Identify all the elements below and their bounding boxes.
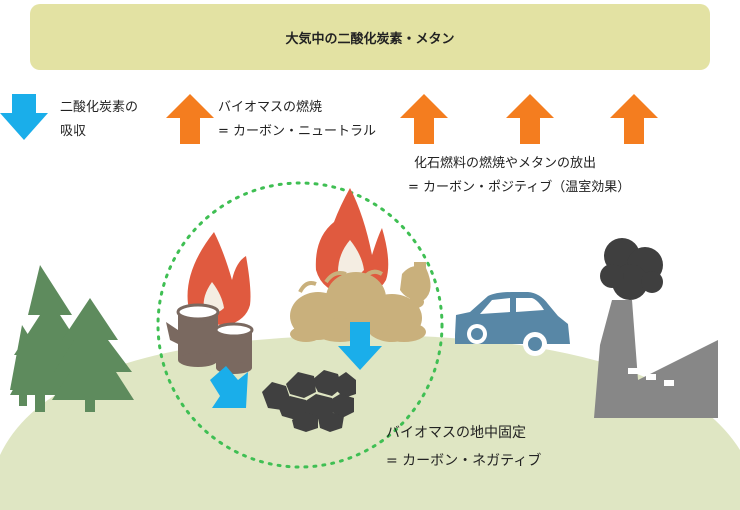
- charcoal-icon: [262, 370, 356, 432]
- up-arrow-icon: [506, 94, 554, 144]
- fossil-fuel-label-line2: = カーボン・ポジティブ（温室効果）: [408, 180, 631, 195]
- absorption-legend: 二酸化炭素の 吸収: [60, 96, 138, 144]
- up-arrow-icon: [610, 94, 658, 144]
- sequestration-label: バイオマスの地中固定 = カーボン・ネガティブ: [386, 419, 541, 475]
- fossil-fuel-label: 化石燃料の燃焼やメタンの放出 = カーボン・ポジティブ（温室効果）: [408, 152, 630, 200]
- tree-icon: [52, 298, 134, 412]
- down-arrow-icon: [210, 366, 248, 408]
- biomass-burning-label-line1: バイオマスの燃焼: [218, 100, 323, 115]
- sequestration-label-line1: バイオマスの地中固定: [386, 425, 526, 441]
- absorption-label-line2: 吸収: [60, 124, 87, 139]
- trees: [10, 265, 134, 412]
- smoke-icon: [600, 238, 663, 300]
- down-arrow-icon: [338, 322, 382, 370]
- tree-icon: [10, 325, 54, 406]
- up-arrow-icon: [400, 94, 448, 144]
- sack-icon: [408, 296, 424, 308]
- log-icon: [214, 322, 254, 374]
- sack-icon: [400, 262, 431, 301]
- down-arrow-icon: [0, 94, 48, 140]
- fossil-fuel-label-line1: 化石燃料の燃焼やメタンの放出: [414, 156, 597, 171]
- car-icon: [455, 292, 570, 356]
- flame-icon: [315, 188, 389, 297]
- atmosphere-banner: 大気中の二酸化炭素・メタン: [30, 4, 710, 70]
- carbon-cycle-ring: [156, 181, 444, 469]
- biomass-burning-label-line2: = カーボン・ニュートラル: [218, 124, 377, 139]
- up-arrow-icon: [166, 94, 214, 144]
- log-icon: [166, 303, 220, 367]
- absorption-label-line1: 二酸化炭素の: [60, 100, 139, 115]
- ground-hill: [0, 335, 740, 510]
- sequestration-label-line2: = カーボン・ネガティブ: [386, 453, 542, 469]
- factory-icon: [594, 300, 718, 418]
- biomass-burning-legend: バイオマスの燃焼 = カーボン・ニュートラル: [218, 96, 376, 144]
- sack-icon: [290, 269, 426, 342]
- atmosphere-label: 大気中の二酸化炭素・メタン: [285, 31, 455, 47]
